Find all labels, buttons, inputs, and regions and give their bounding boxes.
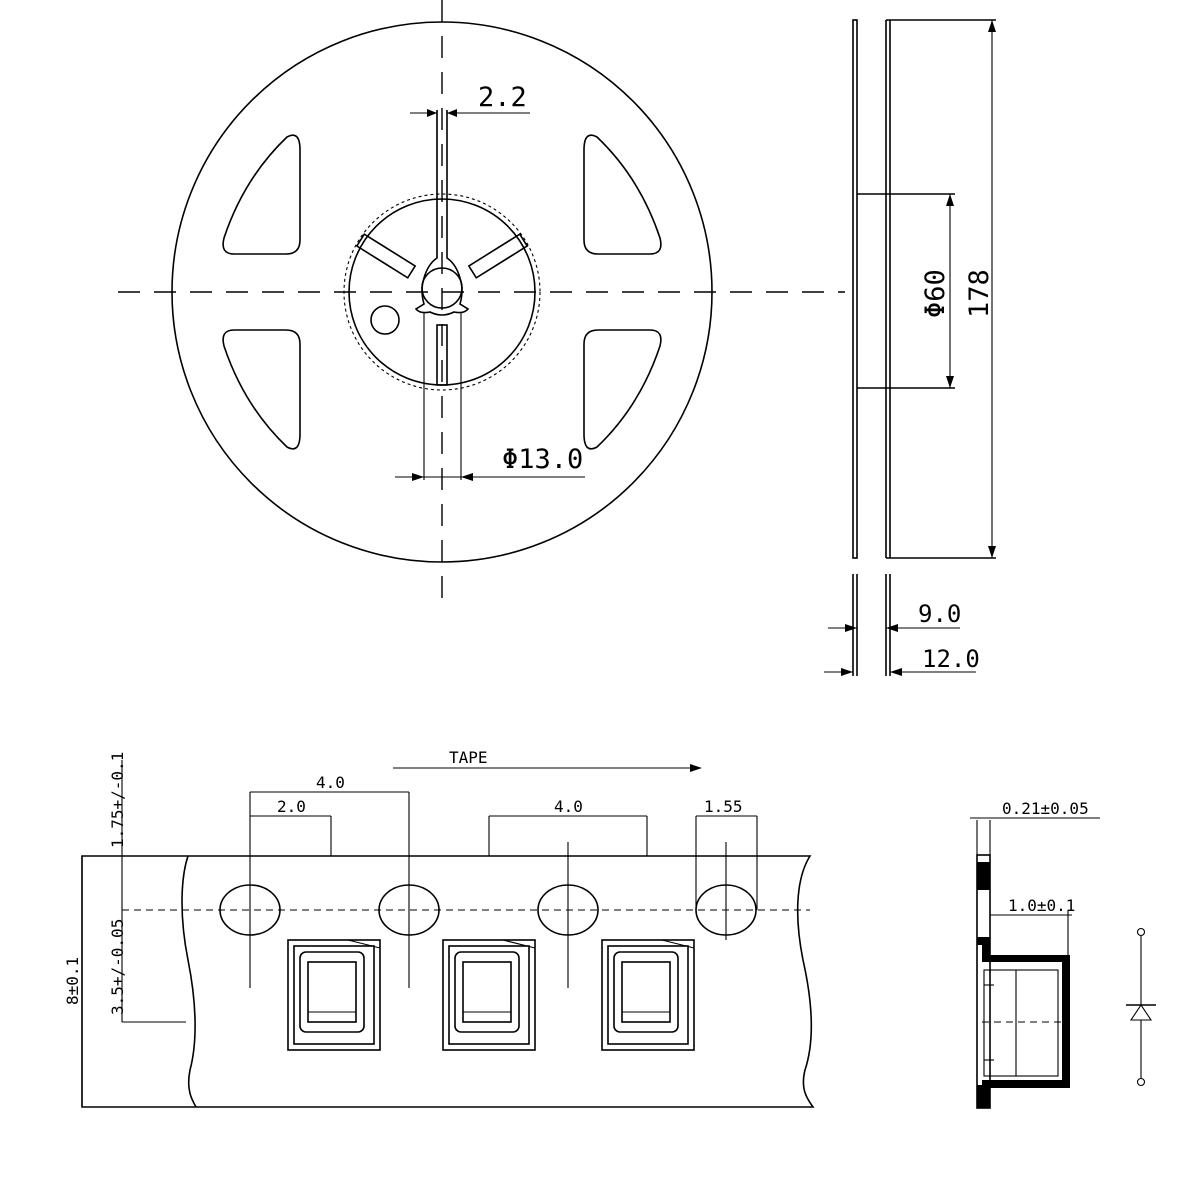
- dim-pocket-pitch-label: 4.0: [554, 797, 583, 816]
- dim-edge-to-hole: 1.75+/-0.1: [104, 752, 188, 910]
- dim-edge-to-hole-label: 1.75+/-0.1: [108, 752, 127, 848]
- tape-outline: [81, 855, 815, 1108]
- reel-window-top-right: [583, 134, 662, 255]
- dim-hole-row-to-pocket: 3.5+/-0.05: [108, 910, 186, 1023]
- reel-window-bottom-right: [583, 329, 662, 450]
- reel-spindle-keyway: [414, 110, 470, 316]
- dim-hole-row-to-pocket-label: 3.5+/-0.05: [108, 919, 127, 1015]
- dim-reel-diameter: 178: [964, 20, 996, 558]
- dim-hub-diameter: Φ60: [920, 194, 954, 388]
- dim-inner-width-label: 9.0: [918, 600, 961, 628]
- dim-tape-thickness: 0.21±0.05: [970, 799, 1100, 855]
- dim-hole-diameter: 1.55: [695, 797, 758, 910]
- dim-hub-bore-label: Φ13.0: [502, 444, 583, 475]
- reel-hub-dotted-outline: [343, 193, 541, 391]
- component-in-pocket: [982, 969, 1062, 1077]
- dim-hole-to-pocket: 2.0: [250, 797, 332, 856]
- tape-pocket: [601, 939, 695, 1051]
- tape-direction: TAPE: [393, 748, 702, 772]
- dim-pocket-depth-label: 1.0±0.1: [1008, 896, 1075, 915]
- reel-spindle-arbor: [421, 267, 463, 309]
- dim-tape-width: 8±0.1: [63, 856, 83, 1107]
- dim-spindle-slot-width: 2.2: [410, 82, 530, 117]
- tape-pocket: [287, 939, 381, 1051]
- dim-outer-width: 12.0: [824, 645, 980, 676]
- dim-sprocket-pitch: 4.0: [249, 773, 410, 820]
- dim-hub-diameter-label: Φ60: [920, 269, 951, 318]
- tape-break-line-left: [181, 855, 197, 1108]
- tape-pockets: [287, 939, 695, 1051]
- dim-hole-to-pocket-label: 2.0: [277, 797, 306, 816]
- reel-window-top-left: [222, 134, 301, 255]
- dim-hub-bore: Φ13.0: [395, 312, 585, 481]
- reel-side-view: Φ60 178 9.0 12.0: [824, 19, 996, 676]
- reel-front-view: 2.2 Φ13.0: [118, 0, 845, 610]
- dim-pocket-depth: 1.0±0.1: [990, 896, 1075, 955]
- dim-inner-width: 9.0: [828, 600, 961, 632]
- reel-hub-bottom-slot: [436, 324, 448, 386]
- reel-hub-small-hole: [370, 305, 400, 335]
- dim-spindle-slot-width-label: 2.2: [478, 82, 527, 113]
- tape-pocket: [442, 939, 536, 1051]
- dim-pocket-pitch: 4.0: [488, 797, 648, 856]
- tape-direction-label: TAPE: [449, 748, 488, 767]
- dim-tape-width-label: 8±0.1: [63, 957, 82, 1005]
- dim-outer-width-label: 12.0: [922, 645, 980, 673]
- sprocket-holes: [219, 820, 757, 988]
- reel-hub-spoke-slots: [355, 233, 529, 279]
- carrier-tape-view: TAPE: [63, 748, 815, 1108]
- dim-sprocket-pitch-label: 4.0: [316, 773, 345, 792]
- diode-symbol-icon: [1126, 927, 1156, 1087]
- dim-reel-diameter-label: 178: [964, 269, 995, 318]
- dim-hole-diameter-label: 1.55: [704, 797, 743, 816]
- tape-cross-section: 0.21±0.05 1.0±0.1: [970, 799, 1100, 1109]
- reel-side-flange-left: [852, 19, 858, 559]
- pocket-profile: [977, 937, 1070, 1108]
- reel-window-bottom-left: [222, 329, 301, 450]
- dim-tape-thickness-label: 0.21±0.05: [1002, 799, 1089, 818]
